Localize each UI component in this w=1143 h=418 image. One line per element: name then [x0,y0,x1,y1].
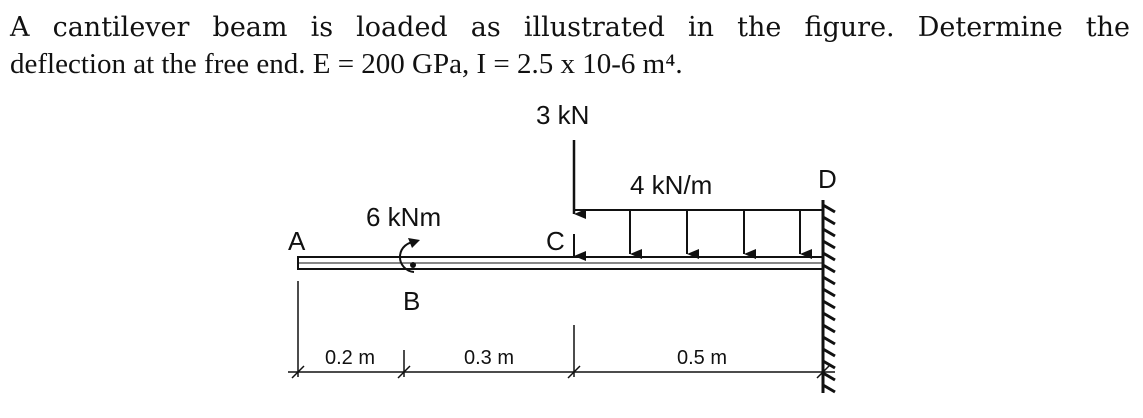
moment-arrow [398,238,420,273]
distributed-load [574,209,823,259]
point-label-a: A [288,226,306,256]
dimension-lines [288,281,835,379]
dimension-label-ab: 0.2 m [325,347,375,369]
point-label-b: B [403,286,420,316]
point-label-c: C [546,226,565,256]
point-load-label: 3 kN [536,100,589,130]
fixed-support-wall [821,200,836,394]
dimension-label-bc: 0.3 m [464,347,514,369]
moment-label: 6 kNm [366,202,441,232]
problem-line-2: deflection at the free end. E = 200 GPa,… [10,48,683,80]
problem-statement: A cantilever beam is loaded as illustrat… [10,10,1130,82]
problem-line-1: A cantilever beam is loaded as illustrat… [10,12,1130,43]
distributed-load-label: 4 kN/m [630,170,712,200]
dimension-label-cd: 0.5 m [677,347,727,369]
point-label-d: D [818,164,837,194]
